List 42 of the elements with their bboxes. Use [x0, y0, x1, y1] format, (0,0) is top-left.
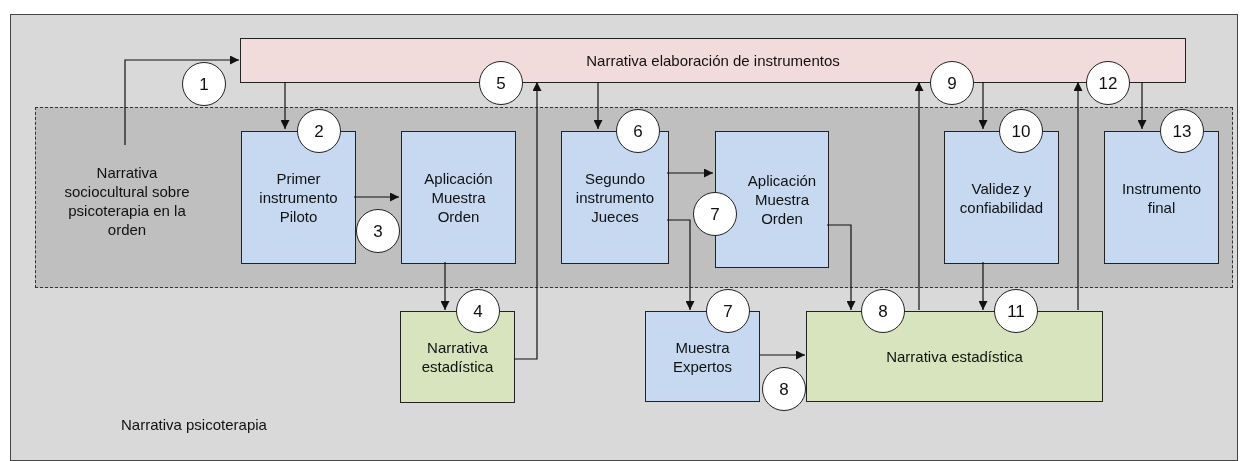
- arrow: [440, 261, 450, 311]
- box-label: Narrativa estadística: [885, 347, 1024, 366]
- step-number-circle: 8: [861, 289, 905, 333]
- arrow: [124, 55, 240, 146]
- arrow: [280, 81, 290, 130]
- dashed-region: [35, 107, 1233, 288]
- box-label: Instrumento final: [1120, 178, 1203, 217]
- step-number-circle: 11: [994, 289, 1038, 333]
- box-label: Narrativa estadística: [420, 338, 495, 376]
- step-number-circle: 13: [1160, 109, 1204, 153]
- step-number-circle: 10: [999, 109, 1043, 153]
- arrow: [914, 81, 924, 311]
- arrow: [1073, 81, 1083, 311]
- box-label: Aplicación Muestra Orden: [746, 171, 818, 228]
- box-label: Primer instrumento Piloto: [258, 169, 339, 226]
- arrow: [666, 219, 695, 311]
- box-label: Narrativa elaboración de instrumentos: [585, 51, 841, 70]
- arrow: [1137, 81, 1147, 130]
- step-number-circle: 8: [762, 367, 806, 411]
- arrow: [978, 261, 988, 311]
- box-label: Segundo instrumento Jueces: [574, 169, 656, 226]
- narrative-label: Narrativa sociocultural sobre psicoterapia en la orden: [60, 147, 194, 255]
- step-number-circle: 3: [356, 209, 400, 253]
- arrow: [758, 350, 806, 360]
- step-number-circle: 6: [616, 109, 660, 153]
- step-number-circle: 2: [297, 109, 341, 153]
- box-label: Validez y confiabilidad: [958, 178, 1045, 217]
- panel-background: [10, 14, 1238, 461]
- box-label: Aplicación Muestra Orden: [423, 169, 494, 226]
- arrow: [353, 192, 400, 202]
- arrow: [593, 81, 603, 130]
- arrow: [666, 168, 714, 178]
- arrow: [513, 81, 542, 360]
- step-number-circle: 7: [693, 192, 737, 236]
- region-label: Narrativa psicoterapia: [121, 415, 267, 434]
- step-number-circle: 1: [182, 62, 226, 106]
- process-box: [401, 131, 516, 264]
- step-number-circle: 7: [706, 289, 750, 333]
- step-number-circle: 4: [456, 289, 500, 333]
- arrow: [978, 81, 988, 130]
- box-label: Muestra Expertos: [671, 337, 734, 376]
- arrow: [826, 224, 856, 311]
